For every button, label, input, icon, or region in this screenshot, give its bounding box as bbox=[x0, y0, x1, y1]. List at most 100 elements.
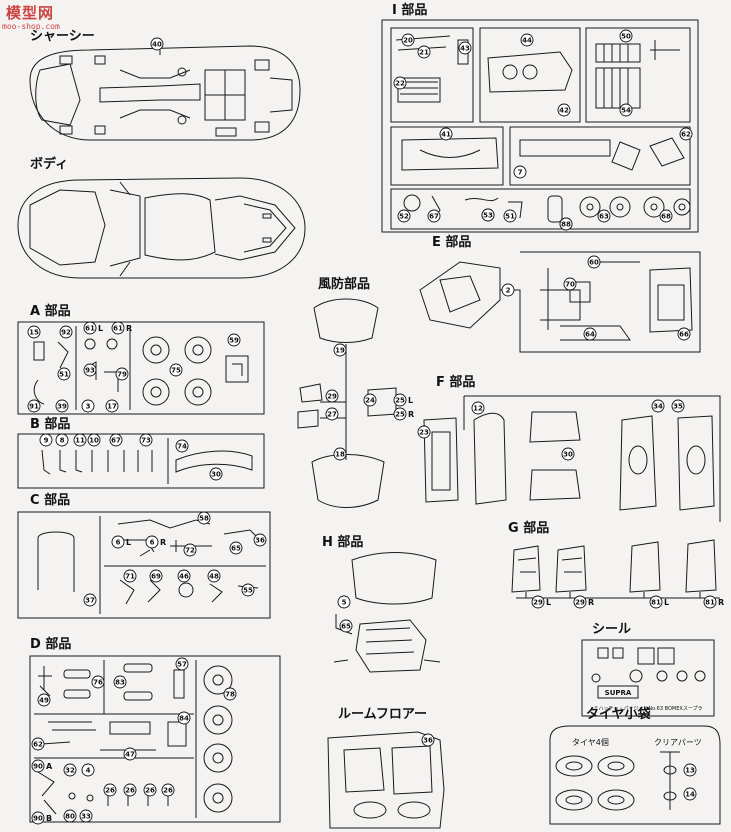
part-number-circle bbox=[583, 327, 597, 341]
part-number-suffix: R bbox=[160, 538, 166, 547]
section-label-body: ボディ bbox=[30, 157, 69, 172]
part-number-text: 76 bbox=[93, 679, 103, 687]
room-floor-drawing bbox=[327, 731, 445, 829]
part-number-b: 73 bbox=[139, 433, 153, 447]
part-number-circle bbox=[113, 675, 127, 689]
part-number-c: 46 bbox=[177, 569, 191, 583]
part-number-suffix: B bbox=[46, 814, 52, 823]
part-number-circle bbox=[393, 76, 407, 90]
part-number-a: 17 bbox=[105, 399, 119, 413]
section-label-i-parts: I 部品 bbox=[392, 3, 428, 18]
part-number-circle bbox=[481, 208, 495, 222]
part-number-d: 49 bbox=[37, 693, 51, 707]
part-number-circle bbox=[531, 595, 545, 609]
part-number-text: 73 bbox=[141, 437, 151, 445]
part-number-text: 30 bbox=[563, 451, 573, 459]
part-number-text: 72 bbox=[185, 547, 195, 555]
part-number-i: 21 bbox=[417, 45, 431, 59]
part-number-circle bbox=[197, 511, 211, 525]
part-number-f: 23 bbox=[417, 425, 431, 439]
part-number-circle bbox=[619, 103, 633, 117]
clear-parts-label: クリアパーツ bbox=[654, 738, 702, 747]
part-number-d: 83 bbox=[113, 675, 127, 689]
part-number-d: 26 bbox=[103, 783, 117, 797]
part-number-text: 29 bbox=[327, 393, 337, 401]
part-number-circle bbox=[57, 367, 71, 381]
part-number-i: 88 bbox=[559, 217, 573, 231]
part-number-e: 2 bbox=[501, 283, 515, 297]
part-number-circle bbox=[161, 783, 175, 797]
part-number-text: 26 bbox=[163, 787, 173, 795]
part-number-text: 75 bbox=[171, 367, 181, 375]
part-number-a: 91 bbox=[27, 399, 41, 413]
part-number-circle bbox=[83, 363, 97, 377]
part-number-a: 3 bbox=[81, 399, 95, 413]
part-number-d: 62 bbox=[31, 737, 45, 751]
part-number-a: 15 bbox=[27, 325, 41, 339]
part-number-b: 10 bbox=[87, 433, 101, 447]
part-number-i: 42 bbox=[557, 103, 571, 117]
part-number-suffix: R bbox=[588, 598, 594, 607]
part-number-text: 74 bbox=[177, 443, 187, 451]
part-number-circle bbox=[150, 37, 164, 51]
part-number-circle bbox=[229, 541, 243, 555]
part-number-circle bbox=[145, 535, 159, 549]
part-number-i: 43 bbox=[458, 41, 472, 55]
part-number-text: 79 bbox=[117, 371, 127, 379]
part-number-text: 67 bbox=[429, 213, 439, 221]
part-number-suffix: L bbox=[546, 598, 551, 607]
part-number-circle bbox=[39, 433, 53, 447]
part-number-c: 71 bbox=[123, 569, 137, 583]
part-number-circle bbox=[111, 535, 125, 549]
part-number-circle bbox=[91, 675, 105, 689]
part-number-circle bbox=[659, 209, 673, 223]
f-parts-drawing bbox=[423, 395, 721, 522]
section-label-d-parts: D 部品 bbox=[30, 637, 72, 652]
part-number-clear: 14 bbox=[683, 787, 697, 801]
part-number-text: 43 bbox=[460, 45, 470, 53]
part-number-d: 33 bbox=[79, 809, 93, 823]
part-number-text: 70 bbox=[565, 281, 575, 289]
part-number-circle bbox=[55, 399, 69, 413]
part-number-circle bbox=[73, 433, 87, 447]
part-number-e: 60 bbox=[587, 255, 601, 269]
part-number-text: 42 bbox=[559, 107, 569, 115]
part-number-clear: 13 bbox=[683, 763, 697, 777]
part-number-text: 35 bbox=[673, 403, 683, 411]
part-number-text: 60 bbox=[589, 259, 599, 267]
g-parts-drawing bbox=[511, 539, 720, 599]
part-number-text: 51 bbox=[505, 213, 515, 221]
part-number-b: 30 bbox=[209, 467, 223, 481]
part-number-i: 67 bbox=[427, 209, 441, 223]
part-number-text: 26 bbox=[105, 787, 115, 795]
part-number-circle bbox=[123, 783, 137, 797]
part-number-circle bbox=[573, 595, 587, 609]
part-number-text: 13 bbox=[685, 767, 695, 775]
part-number-text: 18 bbox=[335, 451, 345, 459]
section-label-a-parts: A 部品 bbox=[30, 304, 71, 319]
part-number-text: 63 bbox=[599, 213, 609, 221]
part-number-circle bbox=[679, 127, 693, 141]
part-number-circle bbox=[325, 407, 339, 421]
part-number-circle bbox=[37, 693, 51, 707]
part-number-text: 2 bbox=[506, 287, 511, 295]
part-number-circle bbox=[417, 425, 431, 439]
part-number-circle bbox=[27, 325, 41, 339]
section-label-f-parts: F 部品 bbox=[436, 375, 476, 390]
part-number-circle bbox=[597, 209, 611, 223]
section-label-chassis: シャーシー bbox=[30, 29, 95, 44]
part-number-circle bbox=[31, 811, 45, 825]
part-number-i: 62 bbox=[679, 127, 693, 141]
part-number-c: 36 bbox=[253, 533, 267, 547]
watermark-url: moo-shop.com bbox=[2, 22, 60, 31]
part-number-suffix: R bbox=[408, 410, 414, 419]
part-number-text: 29 bbox=[575, 599, 585, 607]
part-number-text: 8 bbox=[60, 437, 65, 445]
part-number-c: 55 bbox=[241, 583, 255, 597]
part-number-circle bbox=[683, 787, 697, 801]
d-parts-frame bbox=[29, 655, 281, 823]
part-number-d: 57 bbox=[175, 657, 189, 671]
